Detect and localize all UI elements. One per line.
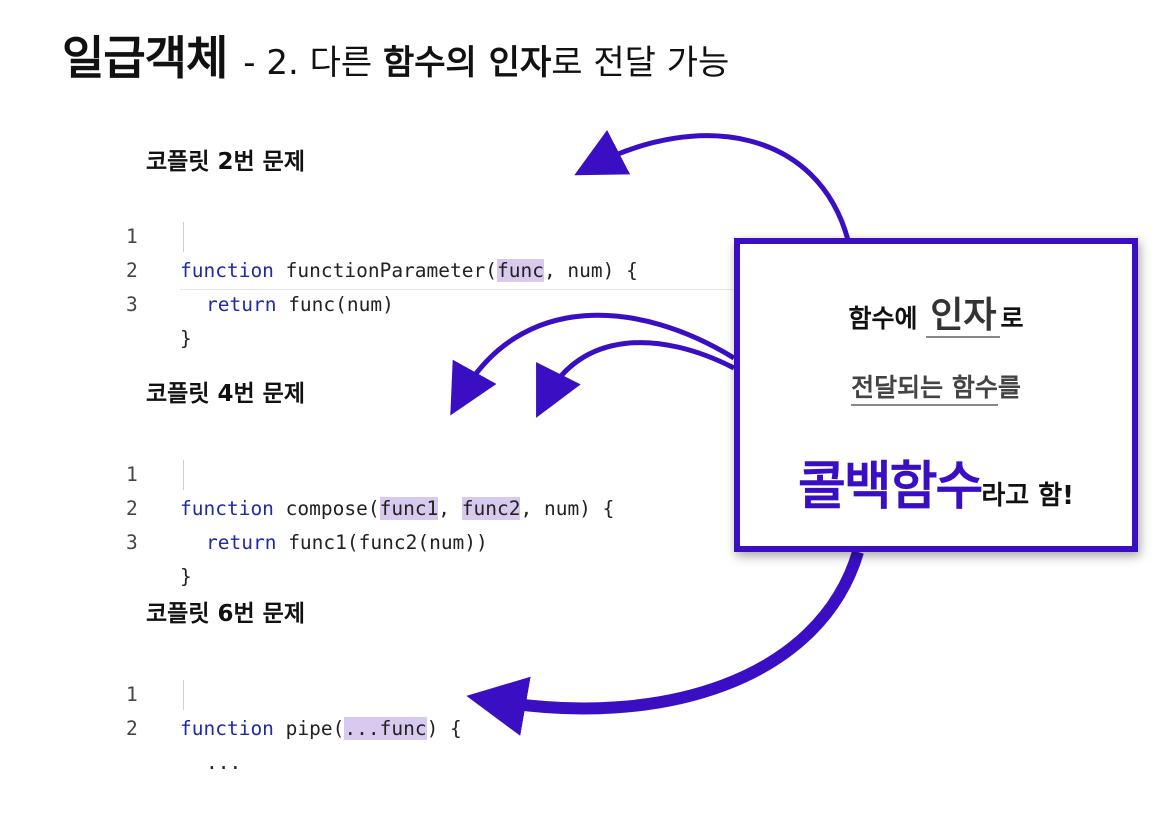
indent-guide: [183, 680, 184, 710]
code-block-problem-4: 1 function compose(func1, func2, num) { …: [126, 424, 726, 588]
code-line: 1 function compose(func1, func2, num) {: [126, 424, 726, 520]
keyword: return: [206, 293, 277, 316]
code-text: ) {: [426, 717, 462, 740]
arrow-to-problem-2: [574, 130, 851, 241]
callout-line-2: 전달되는 함수를: [740, 368, 1132, 406]
code-text: , num) {: [520, 497, 615, 520]
code-line: 3 }: [126, 492, 726, 588]
callout-text: 라고 함!: [981, 481, 1075, 511]
indent-guide: [183, 222, 184, 252]
callout-line-3: 콜백함수라고 함!: [740, 444, 1132, 519]
code-text: ,: [438, 497, 462, 520]
line-number: 3: [126, 293, 138, 316]
code-block-problem-2: 1 function functionParameter(func, num) …: [126, 186, 746, 350]
callout-emphasis: 인자: [926, 295, 1001, 338]
highlighted-param: func: [496, 259, 544, 282]
section-heading-problem-4: 코플릿 4번 문제: [146, 381, 305, 407]
code-line: 2 return func1(func2(num)): [126, 458, 726, 554]
callout-underlined: 전달되는 함수: [851, 373, 998, 406]
arrow-to-func2: [536, 340, 736, 418]
code-text: pipe(: [273, 717, 345, 740]
callout-text: 함수에: [848, 304, 927, 333]
indent-guide: [183, 460, 184, 490]
line-number: 1: [126, 225, 138, 248]
arrow-to-func1: [450, 312, 736, 416]
code-line: 1 function pipe(...func) {: [126, 644, 646, 740]
line-number: 2: [126, 717, 138, 740]
code-text: , num) {: [543, 259, 638, 282]
code-text: functionParameter(: [273, 259, 497, 282]
keyword: function: [180, 497, 274, 520]
section-heading-problem-6: 코플릿 6번 문제: [146, 601, 305, 627]
arrow-to-problem-6: [466, 550, 864, 736]
line-number: 1: [126, 683, 138, 706]
keyword: function: [180, 717, 274, 740]
line-number: 2: [126, 497, 138, 520]
code-text: func(num): [276, 293, 394, 316]
title-subtitle: - 2. 다른 함수의 인자로 전달 가능: [243, 43, 729, 83]
code-text: func1(func2(num)): [276, 531, 488, 554]
code-block-problem-6: 1 function pipe(...func) { 2 ...: [126, 644, 646, 774]
highlighted-param: ...func: [344, 717, 427, 740]
slide-title: 일급객체 - 2. 다른 함수의 인자로 전달 가능: [62, 22, 729, 88]
code-line: 1 function functionParameter(func, num) …: [126, 186, 746, 282]
callout-keyword: 콜백함수: [797, 457, 983, 517]
line-number: 2: [126, 259, 138, 282]
callout-text: 로: [1000, 304, 1024, 333]
highlighted-param: func2: [461, 497, 521, 520]
code-line: 3 }: [126, 254, 746, 350]
keyword: function: [180, 259, 274, 282]
title-sub-bold: 함수의 인자: [382, 43, 552, 83]
title-sub-prefix: - 2. 다른: [243, 43, 383, 83]
highlighted-param: func1: [379, 497, 439, 520]
title-sub-suffix: 로 전달 가능: [551, 43, 730, 83]
code-text: ...: [206, 751, 242, 774]
section-heading-problem-2: 코플릿 2번 문제: [146, 149, 305, 175]
line-number: 3: [126, 531, 138, 554]
code-text: compose(: [273, 497, 380, 520]
title-main: 일급객체: [62, 31, 228, 85]
code-line: 2 return func(num): [126, 220, 746, 316]
code-text: }: [180, 565, 192, 588]
line-number: 1: [126, 463, 138, 486]
divider: [180, 289, 740, 290]
callout-text: 를: [997, 373, 1021, 402]
keyword: return: [206, 531, 277, 554]
code-text: }: [180, 327, 192, 350]
callback-arrows: [450, 130, 864, 736]
